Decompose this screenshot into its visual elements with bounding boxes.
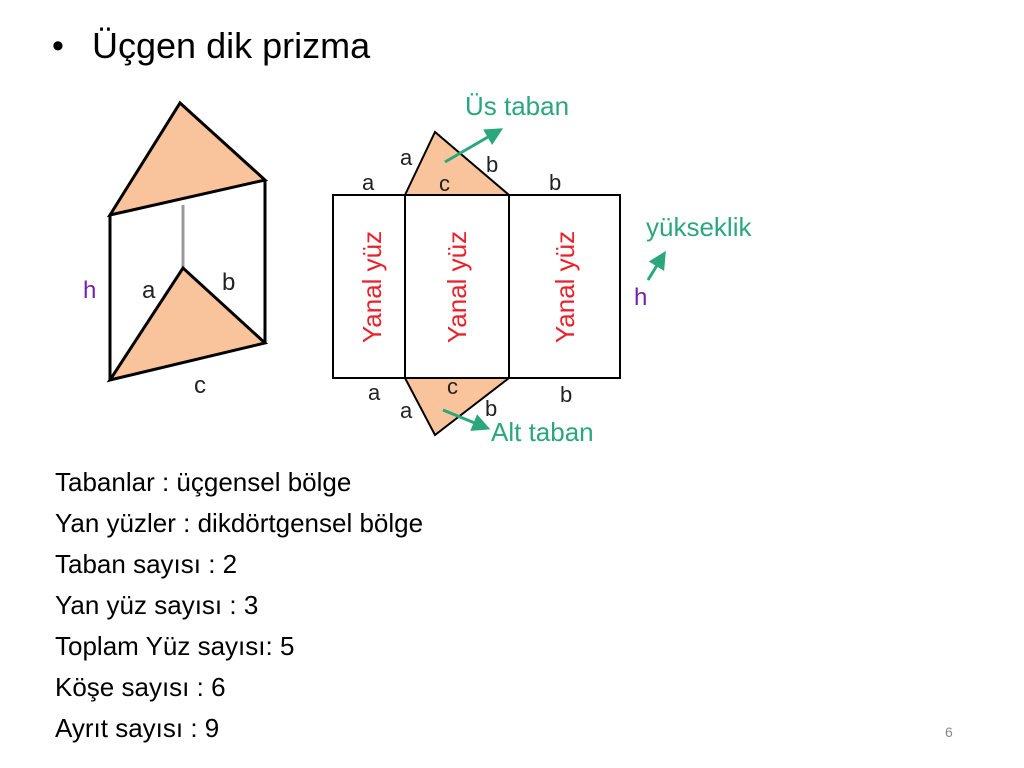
- property-vertex-count: Köşe sayısı : 6: [55, 672, 226, 702]
- net-face-3-label: Yanal yüz: [550, 231, 580, 343]
- title-text: Üçgen dik prizma: [92, 25, 371, 66]
- prism-top-base: [106, 100, 269, 218]
- prism-3d: h a b c: [83, 100, 269, 399]
- property-edge-count: Ayrıt sayısı : 9: [55, 713, 220, 743]
- property-lateral-count: Yan yüz sayısı : 3: [55, 590, 259, 620]
- arrow-height: [646, 250, 666, 281]
- slide-title: • Üçgen dik prizma: [52, 20, 370, 72]
- bullet: •: [52, 27, 64, 65]
- net-face-1: [332, 194, 406, 379]
- net-top-tri-label-c: c: [439, 171, 450, 196]
- net-top-label-b: b: [549, 170, 561, 195]
- property-total-faces: Toplam Yüz sayısı: 5: [55, 631, 295, 661]
- net-label-h: h: [634, 284, 647, 311]
- page-number: 6: [945, 724, 953, 740]
- net-top-tri-label-b: b: [486, 152, 498, 177]
- net-bottom-label-b: b: [560, 382, 572, 407]
- prism-label-a: a: [142, 277, 156, 304]
- prism-label-b: b: [222, 269, 235, 296]
- prism-label-c: c: [194, 372, 206, 399]
- net-top-tri-label-a: a: [400, 145, 413, 170]
- prism-label-h: h: [83, 277, 96, 304]
- net-bottom-tri-label-a: a: [400, 398, 413, 423]
- prism-net: Yanal yüz Yanal yüz Yanal yüz a b a b c …: [332, 91, 752, 447]
- property-base-count: Taban sayısı : 2: [55, 549, 238, 579]
- arrow-top-base: [444, 128, 504, 164]
- net-top-label-a: a: [362, 170, 375, 195]
- net-bottom-tri-label-c: c: [447, 374, 458, 399]
- property-lateral-faces: Yan yüzler : dikdörtgensel bölge: [55, 508, 424, 538]
- label-top-base: Üs taban: [465, 91, 569, 121]
- net-face-2-label: Yanal yüz: [442, 231, 472, 343]
- net-bottom-label-a: a: [368, 380, 381, 405]
- property-bases: Tabanlar : üçgensel bölge: [55, 467, 352, 497]
- arrow-bottom-base: [442, 408, 491, 431]
- label-bottom-base: Alt taban: [491, 417, 594, 447]
- net-face-2: [404, 194, 510, 379]
- properties-list: Tabanlar : üçgensel bölge Yan yüzler : d…: [55, 462, 423, 749]
- prism-diagram: h a b c Yanal yüz Yanal yüz Yanal yüz a …: [83, 91, 752, 447]
- net-face-1-label: Yanal yüz: [357, 231, 387, 343]
- prism-bottom-base: [106, 265, 269, 383]
- label-height-word: yükseklik: [646, 212, 752, 242]
- net-face-3: [508, 194, 621, 379]
